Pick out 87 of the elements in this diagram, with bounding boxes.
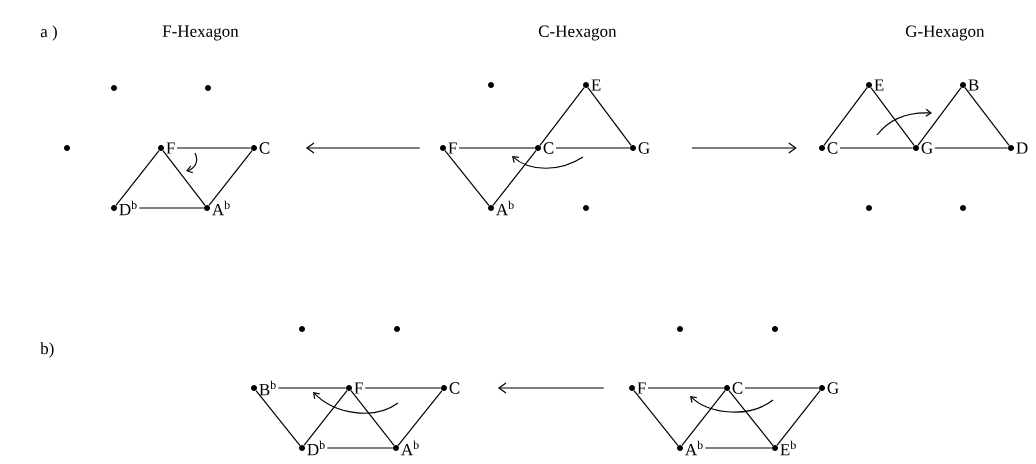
node-label: F bbox=[637, 382, 646, 394]
node-label: G bbox=[827, 382, 839, 394]
node-label: B$^{b}$ bbox=[259, 380, 276, 396]
note-point: G bbox=[630, 142, 650, 154]
connecting-line bbox=[633, 389, 679, 447]
arrow bbox=[497, 382, 605, 394]
note-point: A$^{b}$ bbox=[488, 200, 514, 216]
connecting-line bbox=[350, 389, 395, 447]
connecting-line bbox=[839, 147, 914, 149]
note-point: F bbox=[629, 382, 646, 394]
node-label: D$^{b}$ bbox=[307, 440, 325, 456]
note-point: G bbox=[913, 142, 933, 154]
arrow bbox=[691, 142, 797, 154]
note-point: C bbox=[724, 382, 743, 394]
panel-label: b) bbox=[40, 342, 54, 358]
connecting-line bbox=[744, 387, 820, 389]
node-label: C bbox=[543, 142, 554, 154]
node-label: F bbox=[166, 142, 175, 154]
node-label: C bbox=[732, 382, 743, 394]
note-point: C bbox=[819, 142, 838, 154]
node-label: A$^{b}$ bbox=[685, 440, 703, 456]
connecting-line bbox=[255, 389, 301, 447]
note-point: F bbox=[440, 142, 457, 154]
panel-label: F-Hexagon bbox=[162, 25, 239, 41]
connecting-line bbox=[776, 389, 821, 447]
note-point: E bbox=[866, 79, 884, 91]
connecting-line bbox=[492, 149, 537, 207]
node-label: E$^{b}$ bbox=[780, 440, 796, 456]
node-label: G bbox=[638, 142, 650, 154]
connecting-line bbox=[176, 147, 252, 149]
connecting-line bbox=[364, 387, 442, 389]
connecting-line bbox=[539, 86, 585, 147]
connecting-line bbox=[934, 147, 1009, 149]
connecting-line bbox=[397, 389, 443, 447]
note-point: A$^{b}$ bbox=[393, 440, 419, 456]
note-point: C bbox=[441, 382, 460, 394]
connecting-line bbox=[587, 86, 632, 147]
connecting-line bbox=[444, 149, 490, 207]
node-label: C bbox=[259, 142, 270, 154]
note-point: D$^{b}$ bbox=[111, 200, 137, 216]
arrow bbox=[305, 142, 421, 154]
node-label: A$^{b}$ bbox=[401, 440, 419, 456]
connecting-line bbox=[303, 389, 348, 447]
note-point: B bbox=[960, 79, 979, 91]
connecting-line bbox=[681, 389, 726, 447]
node-label: G bbox=[921, 142, 933, 154]
node-label: F bbox=[448, 142, 457, 154]
connecting-line bbox=[728, 389, 774, 447]
connecting-line bbox=[458, 147, 536, 149]
connecting-line bbox=[870, 86, 915, 147]
connecting-line bbox=[555, 147, 631, 149]
note-point: D bbox=[1008, 142, 1028, 154]
connecting-line bbox=[917, 86, 962, 147]
connecting-line bbox=[138, 207, 205, 209]
connecting-line bbox=[326, 447, 394, 449]
connecting-line bbox=[647, 387, 725, 389]
connecting-line bbox=[964, 86, 1010, 147]
connecting-line bbox=[208, 149, 253, 207]
note-point: E$^{b}$ bbox=[772, 440, 796, 456]
node-label: C bbox=[827, 142, 838, 154]
panel-label: a ) bbox=[40, 25, 57, 41]
note-point: F bbox=[158, 142, 175, 154]
node-label: D$^{b}$ bbox=[119, 200, 137, 216]
panel-label: G-Hexagon bbox=[905, 25, 985, 41]
connecting-line bbox=[704, 447, 773, 449]
note-point: A$^{b}$ bbox=[677, 440, 703, 456]
node-label: F bbox=[354, 382, 363, 394]
note-point: A$^{b}$ bbox=[204, 200, 230, 216]
connecting-line bbox=[823, 86, 868, 147]
note-point: C bbox=[535, 142, 554, 154]
node-label: D bbox=[1016, 142, 1028, 154]
node-label: A$^{b}$ bbox=[496, 200, 514, 216]
note-point: F bbox=[346, 382, 363, 394]
note-point: B$^{b}$ bbox=[251, 380, 276, 396]
node-label: A$^{b}$ bbox=[212, 200, 230, 216]
note-point: C bbox=[251, 142, 270, 154]
connecting-line bbox=[115, 149, 160, 207]
note-point: E bbox=[583, 79, 601, 91]
node-label: E bbox=[874, 79, 884, 91]
panel-label: C-Hexagon bbox=[538, 25, 617, 41]
connecting-line bbox=[277, 387, 347, 389]
connecting-line bbox=[162, 149, 206, 207]
node-label: C bbox=[449, 382, 460, 394]
node-label: B bbox=[968, 79, 979, 91]
note-point: D$^{b}$ bbox=[299, 440, 325, 456]
node-label: E bbox=[591, 79, 601, 91]
note-point: G bbox=[819, 382, 839, 394]
